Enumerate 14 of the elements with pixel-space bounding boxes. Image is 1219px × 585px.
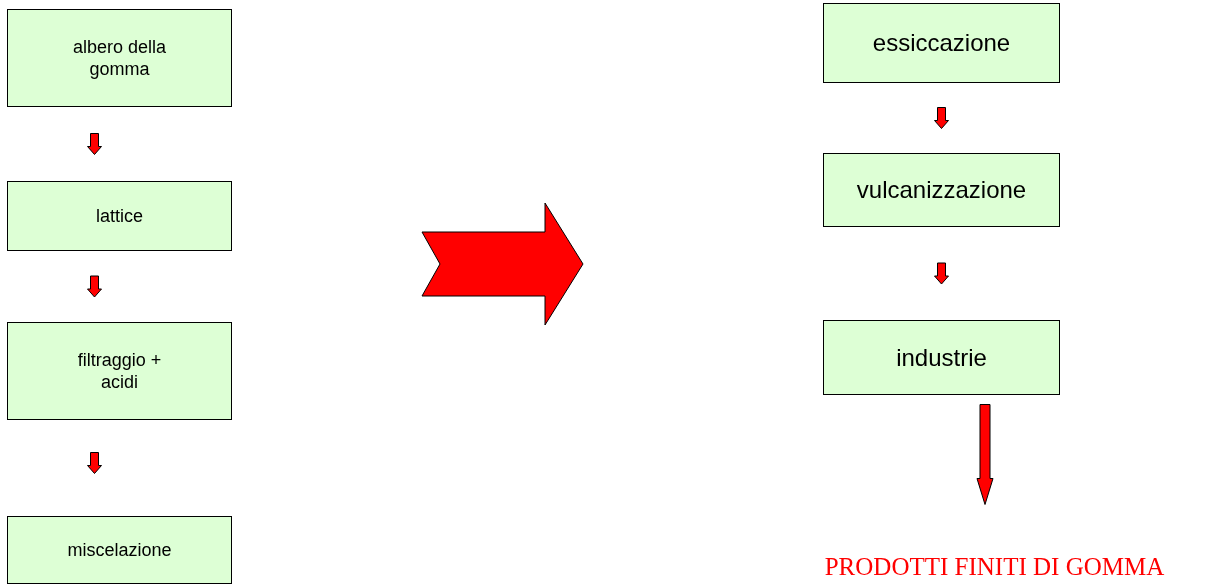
arrow: [976, 404, 994, 505]
arrow: [934, 262, 949, 285]
process-box: vulcanizzazione: [823, 153, 1060, 227]
process-box: industrie: [823, 320, 1060, 395]
process-box: lattice: [7, 181, 232, 251]
arrow: [87, 452, 102, 474]
result-text: PRODOTTI FINITI DI GOMMA: [772, 550, 1217, 584]
arrow: [87, 275, 102, 298]
arrow: [87, 133, 102, 155]
process-box: essiccazione: [823, 3, 1060, 83]
arrow: [934, 107, 949, 129]
process-box: albero della gomma: [7, 9, 232, 107]
process-box: filtraggio + acidi: [7, 322, 232, 420]
process-box: miscelazione: [7, 516, 232, 584]
